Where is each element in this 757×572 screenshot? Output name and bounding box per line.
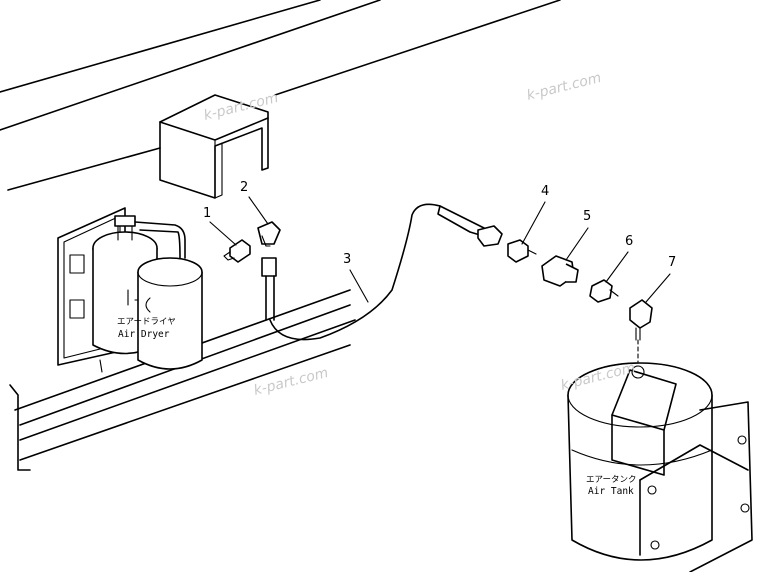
part-2-elbow: 2 xyxy=(240,180,281,247)
air-dryer: エアードライヤ Air Dryer xyxy=(57,207,203,373)
part-5-connector: 5 xyxy=(541,209,591,287)
air-tank-label-en: Air Tank xyxy=(588,486,634,497)
watermark: k-part.com xyxy=(252,365,330,399)
bracket-cover xyxy=(159,94,269,199)
callout-5: 5 xyxy=(583,209,591,224)
callout-3: 3 xyxy=(343,252,351,267)
callout-7: 7 xyxy=(668,255,676,270)
air-dryer-label-jp: エアードライヤ xyxy=(117,317,176,327)
part-4-nipple: 4 xyxy=(507,184,549,263)
watermark: k-part.com xyxy=(525,70,603,104)
part-3-hose: 3 xyxy=(261,203,503,341)
air-dryer-label-en: Air Dryer xyxy=(118,329,170,340)
callout-2: 2 xyxy=(240,180,248,195)
air-tank: エアータンク Air Tank xyxy=(567,362,753,572)
callout-1: 1 xyxy=(203,206,211,221)
frame-rails xyxy=(0,0,561,471)
part-7-elbow: 7 xyxy=(629,255,676,363)
part-1-adapter: 1 xyxy=(203,206,251,263)
callout-4: 4 xyxy=(541,184,549,199)
part-6-nipple: 6 xyxy=(589,234,633,303)
air-tank-label-jp: エアータンク xyxy=(586,475,637,485)
callout-6: 6 xyxy=(625,234,633,249)
